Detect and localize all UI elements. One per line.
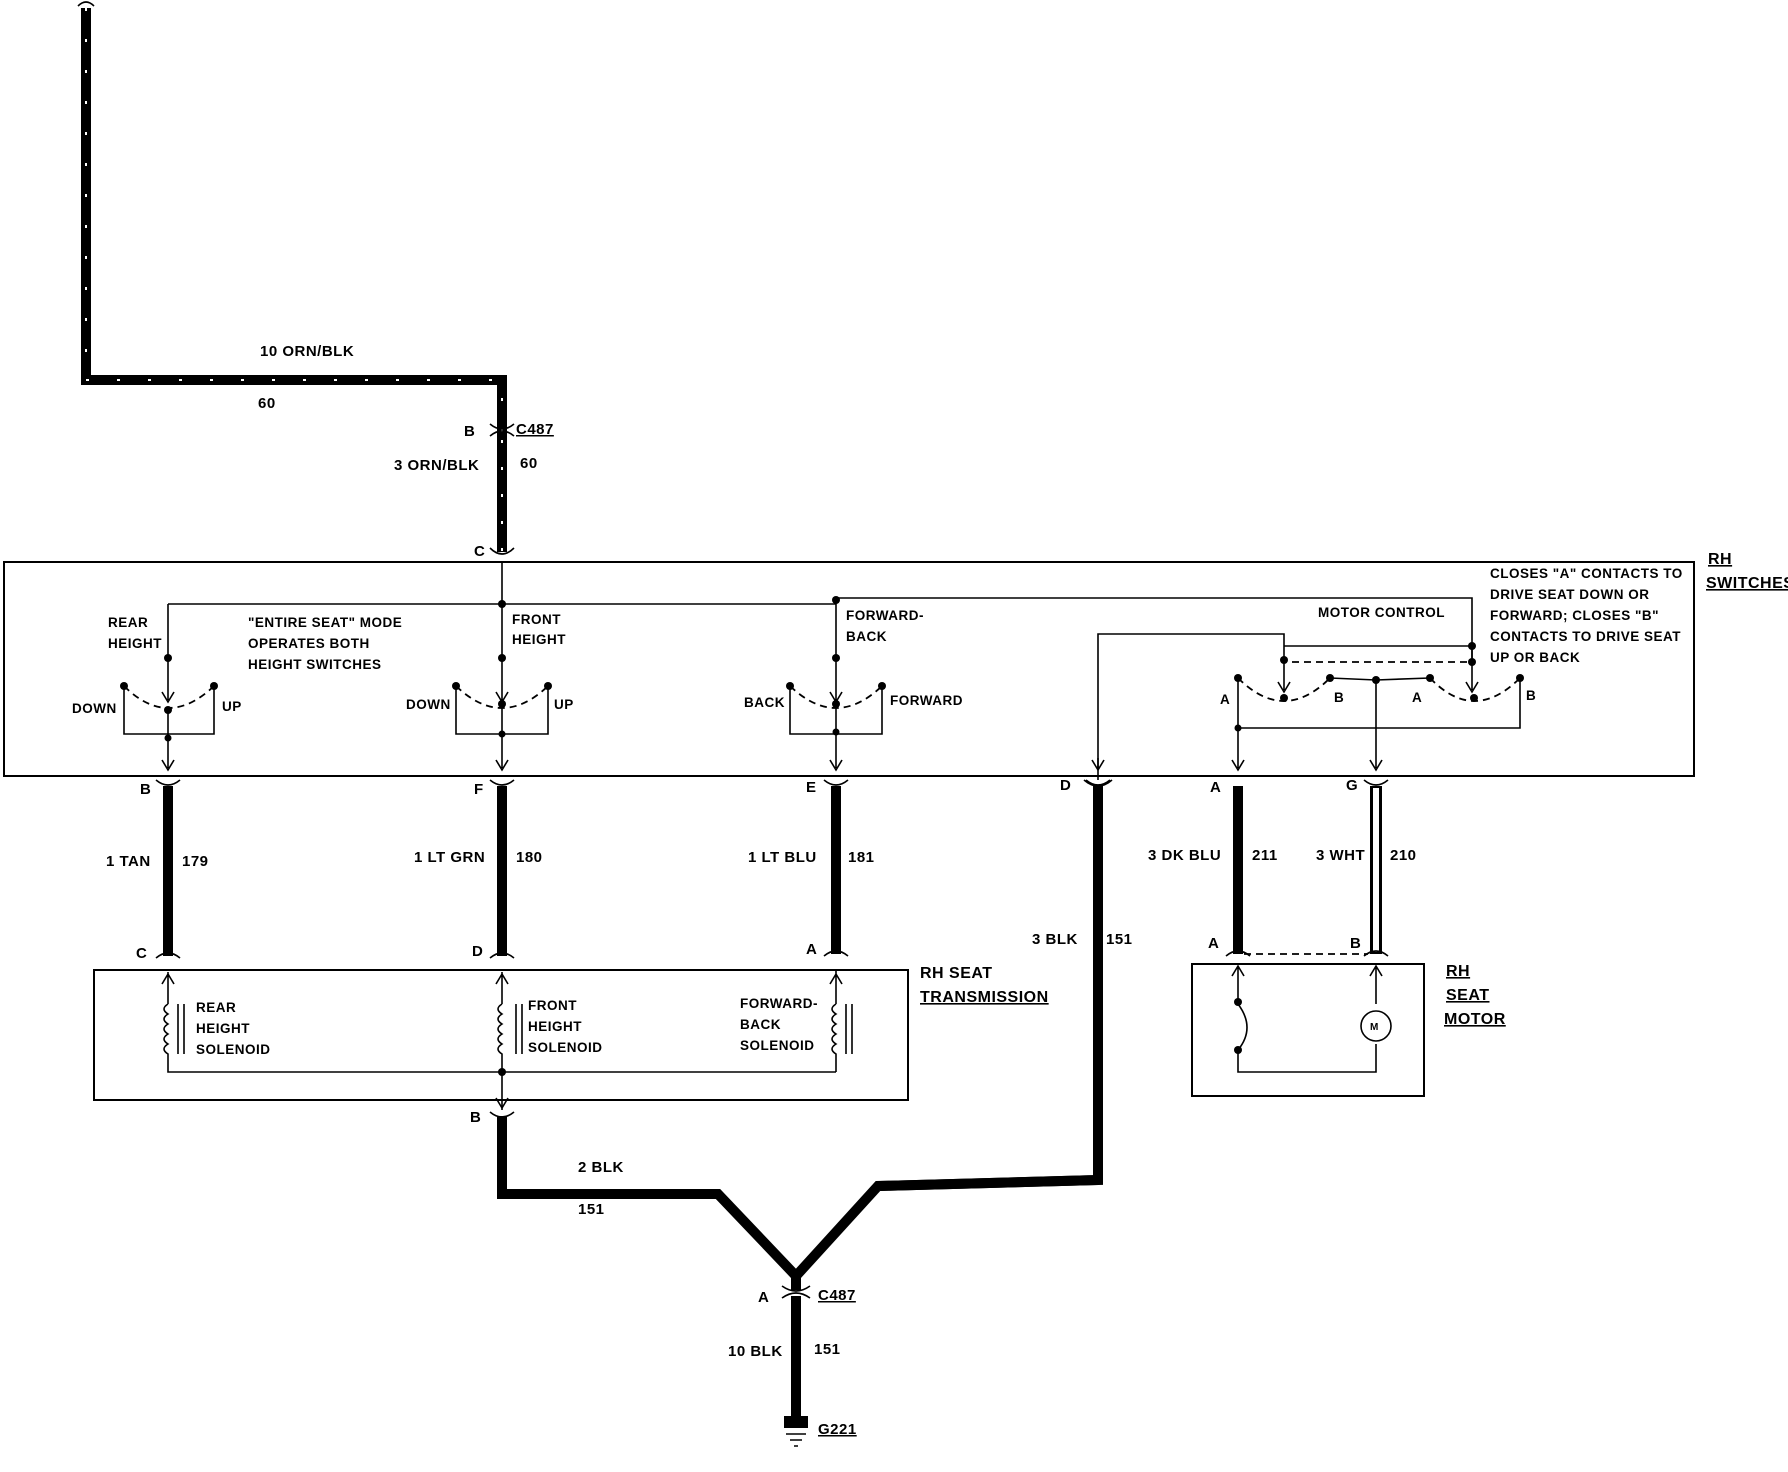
wire-6-circuit: 210	[1390, 847, 1417, 864]
rear-solenoid-2: HEIGHT	[196, 1021, 250, 1036]
wire-5-pin-top: A	[1210, 779, 1221, 796]
fwdback-solenoid-2: BACK	[740, 1017, 781, 1032]
wire-6-pin-top: G	[1346, 777, 1358, 794]
power-feed-circuit: 60	[258, 395, 276, 412]
wire-3-label: 1 LT BLU	[748, 849, 817, 866]
motor-title-1: RH	[1446, 963, 1470, 980]
wire-2-pin-top: F	[474, 781, 484, 798]
wire-2-pin-bottom: D	[472, 943, 483, 960]
power-feed-label: 10 ORN/BLK	[260, 343, 354, 360]
wire-6-label: 3 WHT	[1316, 847, 1365, 864]
ground-connector-id: C487	[818, 1287, 856, 1304]
front-up-label: UP	[554, 697, 574, 712]
wire-4-label: 3 BLK	[1032, 931, 1078, 948]
back-label: BACK	[744, 695, 785, 710]
wire-4-circuit: 151	[1106, 931, 1133, 948]
transmission-title-2: TRANSMISSION	[920, 989, 1049, 1006]
forward-back-label-2: BACK	[846, 629, 887, 644]
rear-height-switch	[120, 660, 218, 772]
ground-path	[489, 1111, 1099, 1447]
motor-title-3: MOTOR	[1444, 1011, 1506, 1028]
wire-1-pin-bottom: C	[136, 945, 147, 962]
fwdback-solenoid-1: FORWARD-	[740, 996, 818, 1011]
forward-back-label-1: FORWARD-	[846, 608, 924, 623]
wire-3-circuit: 181	[848, 849, 875, 866]
switch-entry-pin: C	[474, 543, 485, 560]
ground-wire-circuit: 151	[578, 1201, 605, 1218]
wire-2-label: 1 LT GRN	[414, 849, 485, 866]
rh-seat-transmission-box	[93, 969, 909, 1101]
power-feed-wire	[77, 1, 507, 440]
contact-a1: A	[1220, 692, 1230, 707]
wire-5-circuit: 211	[1252, 847, 1278, 864]
rh-switches-box	[3, 561, 1695, 777]
transmission-title-1: RH SEAT	[920, 965, 993, 982]
front-solenoid-3: SOLENOID	[528, 1040, 603, 1055]
motor-circuit	[1231, 964, 1392, 1073]
front-down-label: DOWN	[406, 697, 451, 712]
note-line-4: CONTACTS TO DRIVE SEAT	[1490, 629, 1681, 644]
connector-top-wire: 3 ORN/BLK	[394, 457, 479, 474]
forward-label: FORWARD	[890, 693, 963, 708]
ground-final-circuit: 151	[814, 1341, 841, 1358]
front-solenoid-1: FRONT	[528, 998, 577, 1013]
contact-b2: B	[1526, 688, 1536, 703]
switches-title-1: RH	[1708, 551, 1732, 568]
rear-up-label: UP	[222, 699, 242, 714]
note-line-5: UP OR BACK	[1490, 650, 1580, 665]
switch-feed-bus	[167, 562, 837, 660]
wire-6-pin-bottom: B	[1350, 935, 1361, 952]
load-input-connectors	[155, 950, 1389, 959]
fwdback-solenoid-3: SOLENOID	[740, 1038, 815, 1053]
ground-final-wire: 10 BLK	[728, 1343, 783, 1360]
wire-2-circuit: 180	[516, 849, 543, 866]
motor-control-label: MOTOR CONTROL	[1318, 605, 1445, 620]
motor-symbol: M	[1370, 1022, 1379, 1033]
ground-id: G221	[818, 1421, 857, 1438]
connector-top-circuit: 60	[520, 455, 538, 472]
contact-a2: A	[1412, 690, 1422, 705]
note-line-2: DRIVE SEAT DOWN OR	[1490, 587, 1650, 602]
connector-top-id: C487	[516, 421, 554, 438]
wire-1-label: 1 TAN	[106, 853, 151, 870]
ground-wire-label: 2 BLK	[578, 1159, 624, 1176]
rear-height-label-2: HEIGHT	[108, 636, 162, 651]
ground-connector-pin: A	[758, 1289, 769, 1306]
entire-seat-line-2: OPERATES BOTH	[248, 636, 370, 651]
rear-solenoid-3: SOLENOID	[196, 1042, 271, 1057]
wire-3-pin-top: E	[806, 779, 817, 796]
motor-control-switch	[1091, 633, 1524, 772]
rear-solenoid-1: REAR	[196, 1000, 236, 1015]
wire-5-label: 3 DK BLU	[1148, 847, 1221, 864]
wire-3-pin-bottom: A	[806, 941, 817, 958]
rear-down-label: DOWN	[72, 701, 117, 716]
wire-1-circuit: 179	[182, 853, 209, 870]
connector-c487-top	[489, 423, 515, 437]
wire-blk-151-d	[879, 786, 1103, 1191]
transmission-ground-pin: B	[470, 1109, 481, 1126]
front-solenoid-2: HEIGHT	[528, 1019, 582, 1034]
switch-output-connectors	[155, 779, 1389, 787]
rh-seat-motor-box	[1191, 963, 1425, 1097]
switches-title-2: SWITCHES	[1706, 575, 1788, 592]
connector-top-pin: B	[464, 423, 475, 440]
contact-b1: B	[1334, 690, 1344, 705]
forward-back-switch	[786, 660, 886, 772]
front-height-label-2: HEIGHT	[512, 632, 566, 647]
wire-4-pin-top: D	[1060, 777, 1071, 794]
motor-feed-bus	[836, 597, 1473, 658]
entire-seat-line-1: "ENTIRE SEAT" MODE	[248, 615, 402, 630]
note-line-1: CLOSES "A" CONTACTS TO	[1490, 566, 1683, 581]
rear-height-label-1: REAR	[108, 615, 148, 630]
wire-5-pin-bottom: A	[1208, 935, 1219, 952]
wire-1-pin-top: B	[140, 781, 151, 798]
front-height-switch	[452, 660, 552, 772]
motor-title-2: SEAT	[1446, 987, 1489, 1004]
solenoids	[161, 970, 853, 1110]
front-height-label-1: FRONT	[512, 612, 561, 627]
note-line-3: FORWARD; CLOSES "B"	[1490, 608, 1659, 623]
entire-seat-line-3: HEIGHT SWITCHES	[248, 657, 382, 672]
